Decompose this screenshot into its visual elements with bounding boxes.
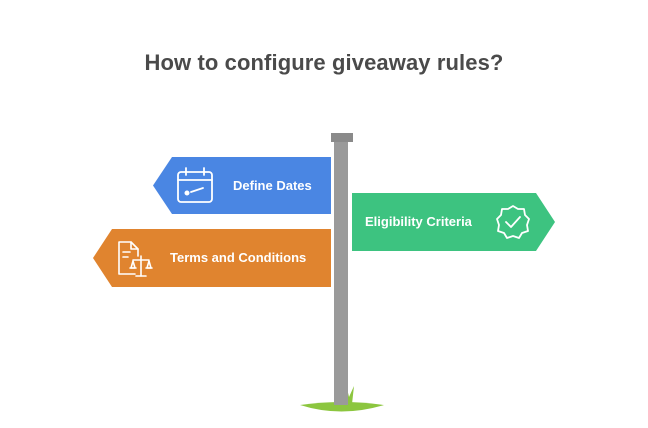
sign-define-dates: Define Dates (153, 157, 331, 214)
verified-badge-icon (496, 205, 530, 239)
diagram-title: How to configure giveaway rules? (144, 50, 504, 75)
sign-terms-and-conditions: Terms and Conditions (93, 229, 331, 287)
calendar-icon (177, 167, 213, 203)
signpost-pole (334, 141, 348, 405)
sign-eligibility-criteria: Eligibility Criteria (352, 193, 555, 251)
sign-label-terms-and-conditions: Terms and Conditions (170, 250, 306, 265)
sign-label-eligibility-criteria: Eligibility Criteria (365, 214, 473, 229)
signpost-cap (331, 133, 353, 142)
sign-label-define-dates: Define Dates (233, 178, 312, 193)
legal-document-scales-icon (118, 241, 153, 277)
